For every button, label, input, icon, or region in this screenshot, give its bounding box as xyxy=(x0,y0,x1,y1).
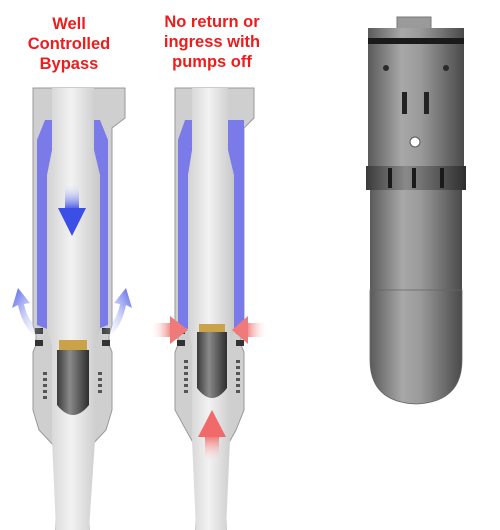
flow-down-arrow-icon xyxy=(58,182,86,236)
pumps-off-caption: No return or ingress with pumps off xyxy=(163,13,261,71)
left-seal xyxy=(102,340,110,346)
right-bore xyxy=(188,88,234,530)
left-valve-nose xyxy=(57,388,89,415)
pumps-off-section xyxy=(150,87,268,530)
right-valve-body xyxy=(197,332,227,372)
bypass-caption: Well Controlled Bypass xyxy=(27,15,111,73)
left-valve-body xyxy=(57,350,89,390)
tool-slot xyxy=(402,92,407,114)
tool-window xyxy=(409,136,421,148)
curved-outflow-right-arrow-icon xyxy=(102,288,132,340)
tool-render xyxy=(366,16,466,405)
right-ribs xyxy=(184,360,240,393)
left-seal xyxy=(35,340,43,346)
curved-outflow-left-arrow-icon xyxy=(12,288,44,340)
tool-slot xyxy=(412,168,416,188)
right-seal xyxy=(236,340,244,346)
tool-top-ring xyxy=(368,28,464,38)
bypass-section xyxy=(12,87,132,530)
left-bore xyxy=(47,88,100,530)
tool-nose xyxy=(369,289,463,405)
tool-slot xyxy=(424,92,429,114)
right-seal xyxy=(177,340,185,346)
left-ribs xyxy=(43,372,102,399)
tool-black-band xyxy=(368,38,464,44)
tool-upper-body xyxy=(368,44,464,88)
right-valve-nose xyxy=(197,370,227,398)
right-valve-top xyxy=(199,324,225,334)
left-valve-top xyxy=(59,340,87,352)
tool-mid-band xyxy=(368,88,464,120)
tool-slot xyxy=(440,168,444,188)
tool-port xyxy=(383,65,389,71)
blocked-upflow-arrow-icon xyxy=(198,410,226,465)
tool-cap xyxy=(396,16,432,30)
tool-shank xyxy=(370,190,462,290)
tool-port xyxy=(443,65,449,71)
blocked-inflow-left-arrow-icon xyxy=(150,316,188,344)
tool-slot xyxy=(388,168,392,188)
blocked-inflow-right-arrow-icon xyxy=(232,316,268,344)
